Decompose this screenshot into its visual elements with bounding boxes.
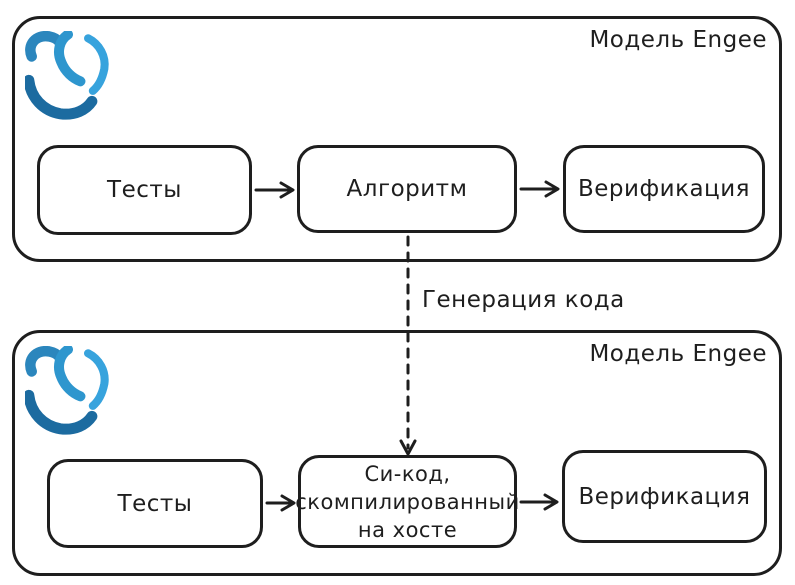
engee-logo-icon <box>25 346 109 435</box>
container-engee-model-top: Модель Engee Тесты Алгоритм Верификация <box>12 16 782 262</box>
container-title: Модель Engee <box>589 341 767 367</box>
node-label: Верификация <box>577 176 750 202</box>
node-label: Верификация <box>578 483 751 510</box>
node-algorithm: Алгоритм <box>297 145 517 233</box>
engee-logo-right-arc-stroke <box>84 349 109 410</box>
node-label-line: на хосте <box>357 517 458 542</box>
node-c-code-compiled-on-host: Си-код, скомпилированный на хосте <box>295 455 520 548</box>
node-verification: Верификация <box>563 145 765 233</box>
container-title: Модель Engee <box>589 27 767 53</box>
engee-logo-bottom-arc-stroke <box>25 74 98 120</box>
engee-logo-right-arc-stroke <box>84 34 109 95</box>
node-tests: Тесты <box>37 145 252 235</box>
engee-logo-icon <box>25 31 109 120</box>
node-label-line: скомпилированный <box>295 489 520 514</box>
node-verification: Верификация <box>562 450 767 543</box>
engee-logo-hook-stroke <box>54 31 86 87</box>
node-tests: Тесты <box>47 459 263 548</box>
node-label: Алгоритм <box>346 176 468 202</box>
container-engee-model-bottom: Модель Engee Тесты Си-код, скомпилирован… <box>12 330 782 576</box>
node-label-line: Си-код, <box>364 461 451 486</box>
code-generation-label: Генерация кода <box>420 287 627 313</box>
engee-logo-hook-stroke <box>54 346 86 402</box>
node-label: Тесты <box>117 490 193 517</box>
engee-logo-bottom-arc-stroke <box>25 389 98 435</box>
node-label: Тесты <box>107 177 182 203</box>
